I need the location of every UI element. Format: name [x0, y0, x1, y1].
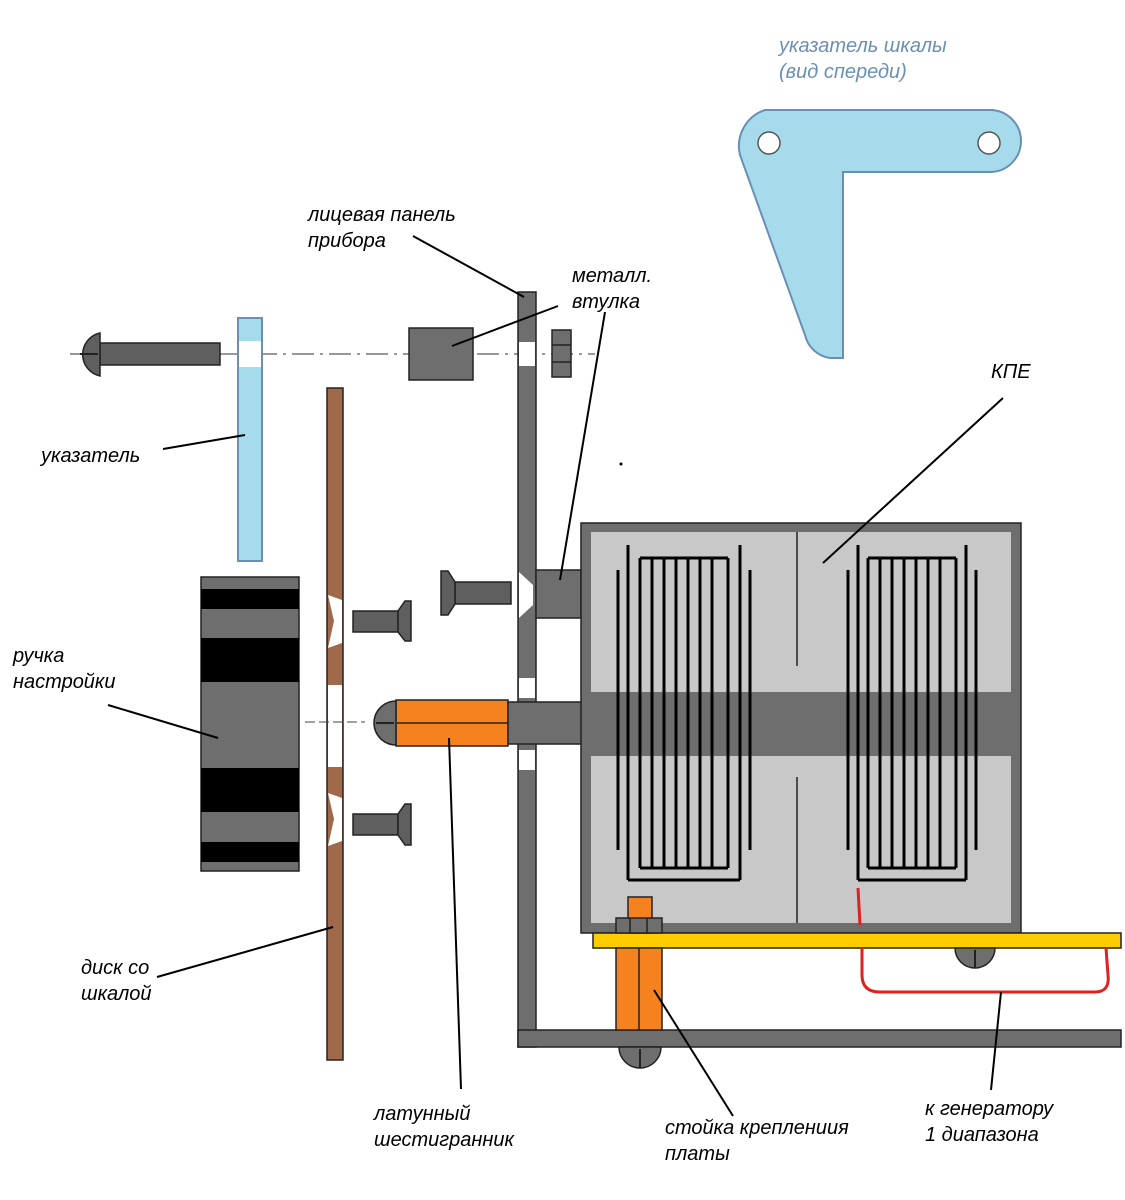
- pointer-side-view: [237, 317, 263, 562]
- capacitor-shaft: [507, 701, 583, 745]
- label-kpe-text: КПЕ: [991, 361, 1031, 383]
- pcb-screw-head: [954, 947, 996, 969]
- pointer-front-view: [737, 109, 1022, 359]
- generator-wire: [856, 887, 1110, 994]
- label-pointer-front: указатель шкалы (вид спереди): [779, 33, 947, 85]
- label-front-panel-line2: прибора: [308, 230, 386, 252]
- leader-lines: [107, 235, 1004, 1117]
- plate-stack-right: [846, 545, 978, 882]
- label-dial-disc-line2: шкалой: [81, 983, 152, 1005]
- screw-disc-upper: [352, 600, 412, 642]
- label-standoff: стойка креплениия платы: [665, 1115, 849, 1167]
- label-pointer: указатель: [41, 443, 140, 469]
- label-dial-disc: диск со шкалой: [81, 955, 151, 1007]
- dial-disc: [305, 387, 365, 1061]
- label-pointer-front-line2: (вид спереди): [779, 61, 907, 83]
- label-brass-hex-line1: латунный: [374, 1103, 471, 1125]
- label-pointer-text: указатель: [41, 445, 141, 467]
- bottom-screw-head: [618, 1046, 662, 1069]
- label-kpe: КПЕ: [991, 359, 1031, 385]
- plate-stack-left: [616, 545, 752, 882]
- pcb-board: [592, 932, 1122, 949]
- kpe-capacitor: [580, 522, 1022, 934]
- pointer-hole-left: [757, 131, 781, 155]
- label-metal-bushing-line1: металл.: [572, 265, 653, 287]
- label-brass-hex-line2: шестигранник: [374, 1129, 514, 1151]
- label-pointer-front-line1: указатель шкалы: [779, 35, 947, 57]
- label-brass-hex: латунный шестигранник: [374, 1101, 514, 1153]
- label-front-panel-line1: лицевая панель: [308, 204, 456, 226]
- standoff: [615, 896, 663, 1031]
- label-standoff-line1: стойка креплениия: [665, 1117, 849, 1139]
- label-generator: к генератору 1 диапазона: [925, 1096, 1053, 1148]
- label-knob-line2: настройки: [13, 671, 116, 693]
- label-generator-line2: 1 диапазона: [925, 1124, 1039, 1146]
- stray-dot: [619, 462, 623, 466]
- label-knob-line1: ручка: [13, 645, 65, 667]
- brass-hex-shaft: [373, 699, 509, 747]
- label-front-panel: лицевая панель прибора: [308, 202, 456, 254]
- screw-disc-lower: [352, 803, 412, 846]
- metal-bushing-block: [408, 327, 474, 381]
- pointer-hole-right: [977, 131, 1001, 155]
- label-metal-bushing-line2: втулка: [572, 291, 641, 313]
- front-panel: [517, 291, 1122, 1048]
- screw-panel: [440, 570, 512, 616]
- metal-bushing: [535, 569, 582, 619]
- label-generator-line1: к генератору: [925, 1098, 1054, 1120]
- tuning-knob: [200, 576, 300, 872]
- label-standoff-line2: платы: [665, 1143, 730, 1165]
- label-dial-disc-line1: диск со: [81, 957, 150, 979]
- top-screw: [80, 332, 221, 377]
- nut: [551, 329, 572, 378]
- label-knob: ручка настройки: [13, 643, 116, 695]
- label-metal-bushing: металл. втулка: [572, 263, 652, 315]
